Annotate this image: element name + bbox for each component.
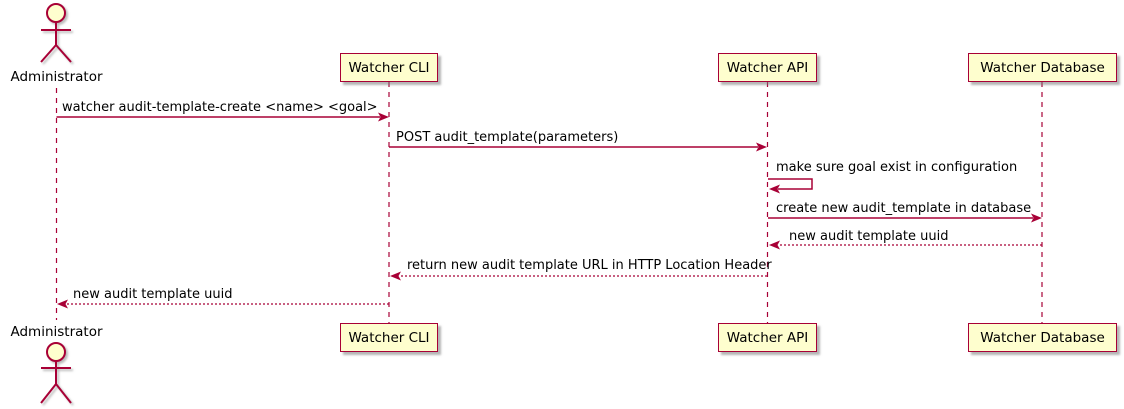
- message-arrow-5: [769, 240, 1042, 250]
- participant-box-watcher-api-bottom: Watcher API: [718, 323, 817, 352]
- message-label-6: return new audit template URL in HTTP Lo…: [407, 258, 772, 273]
- message-label-4: create new audit_template in database: [776, 201, 1032, 216]
- participant-box-watcher-cli-bottom: Watcher CLI: [340, 323, 438, 352]
- actor-head: [46, 3, 66, 23]
- participant-box-watcher-database-top: Watcher Database: [968, 53, 1117, 82]
- actor-label-administrator-top: Administrator: [10, 69, 103, 85]
- message-arrow-1: [56, 112, 389, 122]
- message-label-1: watcher audit-template-create <name> <go…: [62, 100, 378, 115]
- message-arrow-6: [390, 271, 767, 281]
- message-label-7: new audit template uuid: [73, 287, 233, 302]
- actor-head: [46, 342, 66, 362]
- actor-figure-bottom: [40, 342, 72, 404]
- message-arrow-2: [389, 142, 767, 152]
- actor-label-administrator-bottom: Administrator: [10, 324, 103, 340]
- message-arrow-7: [57, 299, 389, 309]
- message-label-5: new audit template uuid: [789, 229, 949, 244]
- message-label-2: POST audit_template(parameters): [396, 130, 619, 145]
- actor-figure-top: [40, 3, 72, 63]
- participant-box-watcher-cli-top: Watcher CLI: [340, 53, 438, 82]
- message-label-3: make sure goal exist in configuration: [776, 160, 1018, 175]
- participant-box-watcher-api-top: Watcher API: [718, 53, 817, 82]
- message-arrow-4: [768, 213, 1042, 223]
- participant-box-watcher-database-bottom: Watcher Database: [968, 323, 1117, 352]
- message-arrow-3-self: [768, 178, 813, 194]
